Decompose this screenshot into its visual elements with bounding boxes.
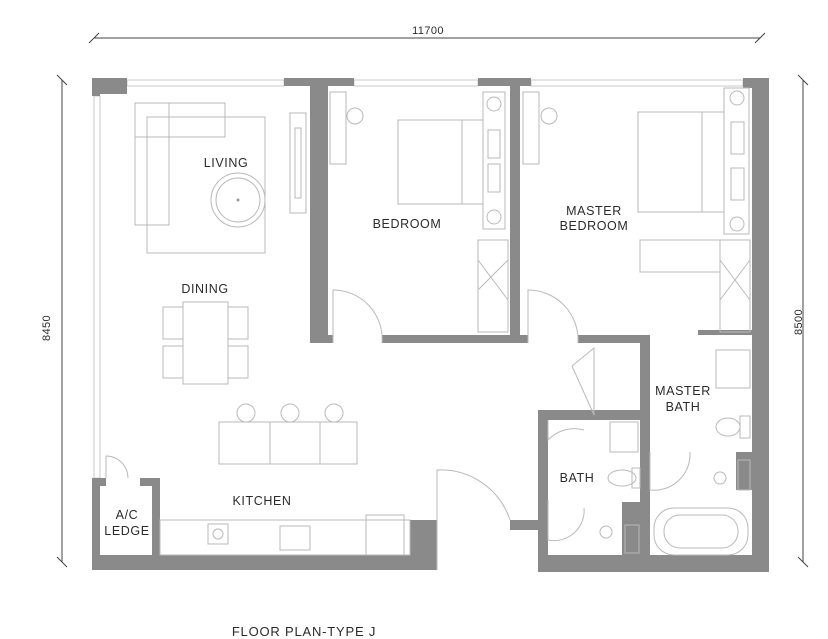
dimension-left: 8450 xyxy=(41,74,68,568)
room-label-bath: BATH xyxy=(560,471,595,485)
room-label-ac-ledge-1: A/C xyxy=(116,508,139,522)
plan-title: FLOOR PLAN-TYPE J xyxy=(232,624,376,639)
room-label-master-bedroom-2: BEDROOM xyxy=(560,219,629,233)
room-label-ac-ledge-2: LEDGE xyxy=(104,524,149,538)
living-furniture xyxy=(134,102,307,254)
room-label-kitchen: KITCHEN xyxy=(232,494,291,508)
bedroom-furniture xyxy=(329,91,509,333)
bath-fixtures xyxy=(599,421,641,554)
room-label-master-bath-2: BATH xyxy=(666,400,701,414)
room-label-master-bedroom-1: MASTER xyxy=(566,204,622,218)
room-label-living: LIVING xyxy=(204,156,249,170)
kitchen-fixtures xyxy=(159,403,411,556)
dimension-right: 8500 xyxy=(793,74,809,568)
dimension-top: 11700 xyxy=(88,25,766,44)
doors xyxy=(105,289,691,570)
dimension-left-label: 8450 xyxy=(41,315,53,341)
master-bath-fixtures xyxy=(653,349,751,556)
room-label-master-bath-1: MASTER xyxy=(655,384,711,398)
dining-table xyxy=(162,301,249,385)
walls xyxy=(92,78,769,572)
master-bedroom-furniture xyxy=(522,87,751,333)
room-label-bedroom: BEDROOM xyxy=(373,217,442,231)
dimension-top-label: 11700 xyxy=(412,25,444,37)
room-label-dining: DINING xyxy=(181,282,228,296)
dimension-right-label: 8500 xyxy=(793,309,805,335)
